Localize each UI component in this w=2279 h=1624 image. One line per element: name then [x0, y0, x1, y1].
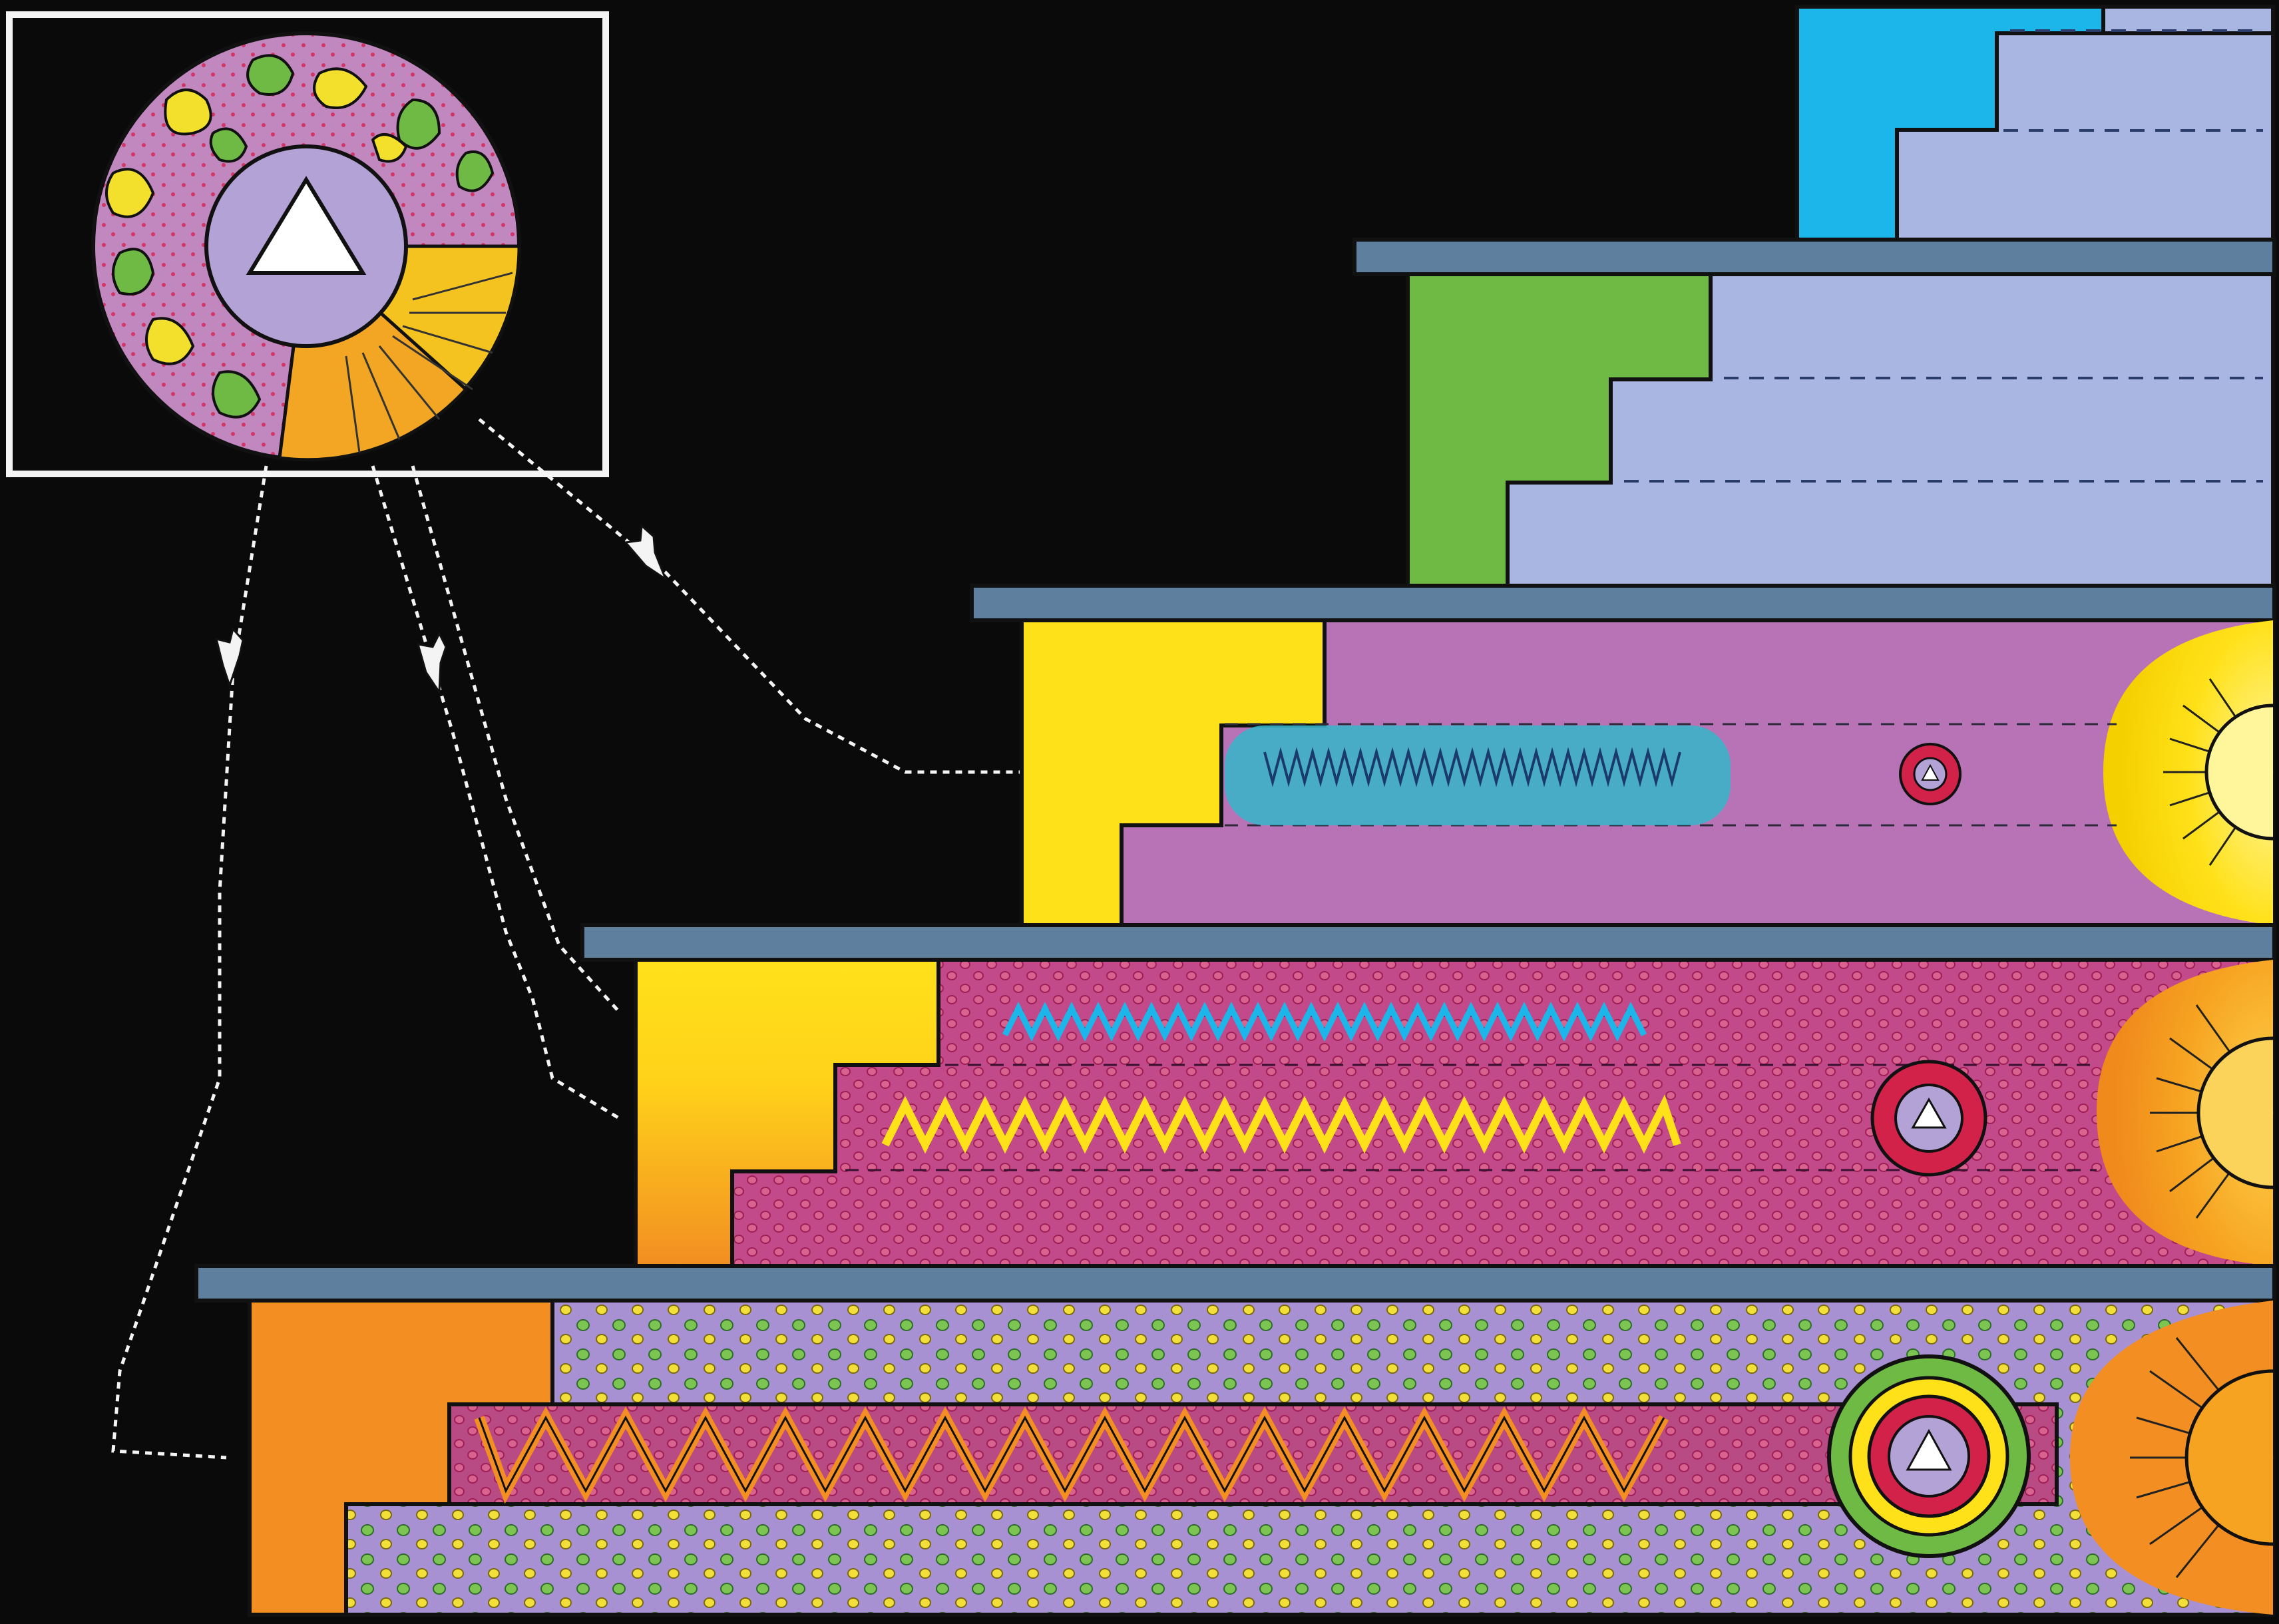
- arrow-icon: [214, 523, 668, 696]
- tier-1-dashes: [2003, 29, 2263, 132]
- tier-3-sun-edge: [2204, 704, 2274, 841]
- tier-4-sun-edge: [2196, 1036, 2274, 1189]
- arrow-path-1: [111, 465, 268, 1460]
- tier-5-magenta-band: [447, 1402, 2059, 1506]
- inset-panel: [6, 11, 609, 477]
- triangle-icon-medium: [1911, 1097, 1947, 1129]
- cyan-zigzag: [1002, 1001, 1647, 1042]
- ledge-3: [580, 923, 2276, 962]
- tier-1: [1795, 5, 2275, 242]
- tier-2-steps: [1506, 272, 2275, 588]
- triangle-icon-small: [1921, 763, 1940, 781]
- arrow-path-4: [478, 418, 1025, 774]
- triangle-icon-large: [1906, 1428, 1952, 1471]
- target-small: [1899, 743, 1962, 805]
- tier-4: [634, 958, 2275, 1268]
- ledge-4: [194, 1264, 2276, 1303]
- target-medium: [1870, 1060, 1987, 1177]
- arrow-path-3: [411, 465, 620, 1013]
- orange-zigzag-outline: [478, 1415, 1665, 1494]
- inset-frame: [6, 11, 609, 477]
- triangle-icon: [246, 176, 367, 275]
- ring-blobs: [105, 54, 495, 419]
- ledge-2: [970, 584, 2276, 622]
- tier-2-dashes: [1624, 377, 2263, 483]
- tier-2: [1406, 272, 2275, 588]
- teal-zigzag: [1263, 747, 1681, 787]
- yellow-zigzag: [881, 1094, 1681, 1154]
- ledge-1: [1352, 238, 2276, 276]
- wedge-rays: [345, 272, 513, 453]
- tier-5-sun-edge: [2184, 1369, 2274, 1546]
- target-large: [1827, 1354, 2031, 1558]
- tier-4-dashes: [845, 1064, 2097, 1171]
